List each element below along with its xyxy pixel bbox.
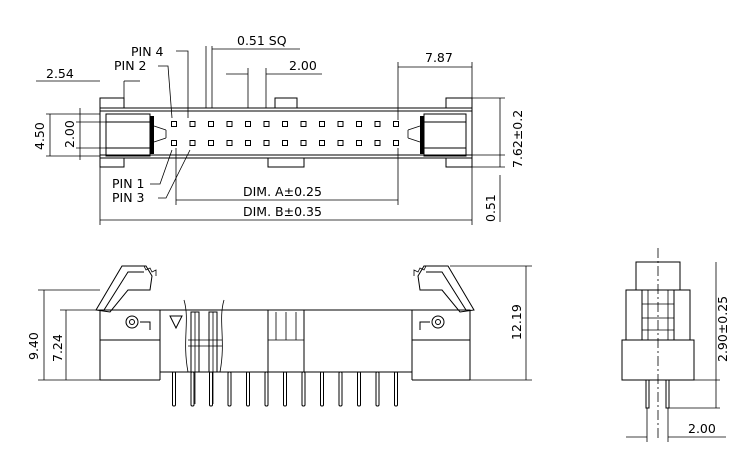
- front-view: 9.40 7.24 12.19: [26, 265, 532, 407]
- label-sq: 0.51 SQ: [237, 33, 287, 48]
- label-450: 4.50: [32, 122, 47, 150]
- pin-square: [245, 121, 251, 127]
- pin-array-top: [171, 121, 399, 146]
- pin-square: [208, 121, 214, 127]
- pin-square: [263, 140, 270, 146]
- pin-square: [319, 121, 325, 127]
- label-dim-a: DIM. A±0.25: [243, 184, 322, 199]
- pin-tail: [283, 371, 287, 407]
- label-pin1: PIN 1: [112, 176, 145, 191]
- pin-square: [374, 140, 381, 146]
- pin-tail: [301, 371, 306, 407]
- pin-tail: [264, 371, 269, 407]
- pin-tail: [209, 371, 213, 407]
- side-pin-right: [665, 379, 670, 409]
- pin-square: [226, 121, 233, 127]
- label-pitch-top: 2.00: [289, 58, 317, 73]
- pin-square: [282, 140, 288, 146]
- pin-square: [374, 121, 381, 127]
- side-base: [621, 339, 695, 381]
- pin-square: [300, 121, 307, 127]
- label-pin4: PIN 4: [131, 44, 164, 59]
- label-290: 2.90±0.25: [715, 296, 730, 362]
- top-body-outline: [99, 107, 473, 159]
- pin-tail: [394, 371, 398, 407]
- side-pin-left: [645, 379, 650, 409]
- bottom-latch-tab-right: [445, 157, 473, 168]
- pin-tail: [172, 371, 176, 407]
- right-ejector-top: [407, 113, 467, 157]
- pin-square: [337, 140, 344, 146]
- label-724: 7.24: [50, 334, 65, 362]
- label-dim-b: DIM. B±0.35: [243, 204, 322, 219]
- bottom-polarization-slot: [267, 157, 305, 168]
- label-051: 0.51: [483, 194, 498, 222]
- label-940: 9.40: [26, 332, 41, 360]
- pin-tails-front: [172, 371, 398, 407]
- side-view: 2.90±0.25 2.00: [621, 248, 730, 442]
- right-latch-front: [413, 265, 475, 330]
- pin-square: [189, 140, 196, 146]
- pin1-triangle-marker: [169, 315, 183, 330]
- pin-square: [226, 140, 233, 146]
- pin-square: [356, 121, 362, 127]
- left-latch-front: [95, 265, 157, 330]
- label-762: 7.62±0.2: [510, 110, 525, 168]
- top-latch-tab-left: [99, 97, 125, 109]
- top-view: 0.51 SQ 2.00 PIN 4 PIN 2 2.54 7.87 4.50 …: [32, 33, 525, 225]
- pin-tail: [320, 371, 324, 407]
- top-latch-tab-right: [445, 97, 473, 109]
- label-pin2: PIN 2: [114, 58, 147, 73]
- pin-square: [189, 121, 196, 127]
- top-polarization-tab: [274, 97, 298, 109]
- pin-square: [282, 121, 288, 127]
- left-ejector-top: [105, 113, 167, 157]
- pin-tail: [375, 371, 380, 407]
- pin-square: [171, 121, 177, 127]
- pin-tail: [227, 371, 232, 407]
- pin-tail: [357, 371, 361, 407]
- label-200-left: 2.00: [62, 120, 77, 148]
- pin-square: [245, 140, 251, 146]
- pin-square: [356, 140, 362, 146]
- pin-square: [208, 140, 214, 146]
- center-key: [267, 309, 305, 373]
- pin-square: [337, 121, 344, 127]
- label-pitch-left: 2.54: [46, 66, 74, 81]
- pin-square: [300, 140, 307, 146]
- pin-square: [319, 140, 325, 146]
- cutaway-section: [183, 299, 225, 404]
- pin-tail: [246, 371, 250, 407]
- pin-tail: [338, 371, 343, 407]
- pin-square: [393, 121, 399, 127]
- bottom-latch-tab-left: [99, 157, 125, 168]
- pin-tail: [190, 371, 195, 407]
- pin-square: [263, 121, 270, 127]
- label-1219: 12.19: [509, 304, 524, 340]
- pin-square: [393, 140, 399, 146]
- label-pin3: PIN 3: [112, 190, 145, 205]
- front-body-outline: [99, 309, 471, 380]
- label-200-side: 2.00: [688, 421, 716, 436]
- pin-square: [171, 140, 177, 146]
- label-787: 7.87: [425, 50, 453, 65]
